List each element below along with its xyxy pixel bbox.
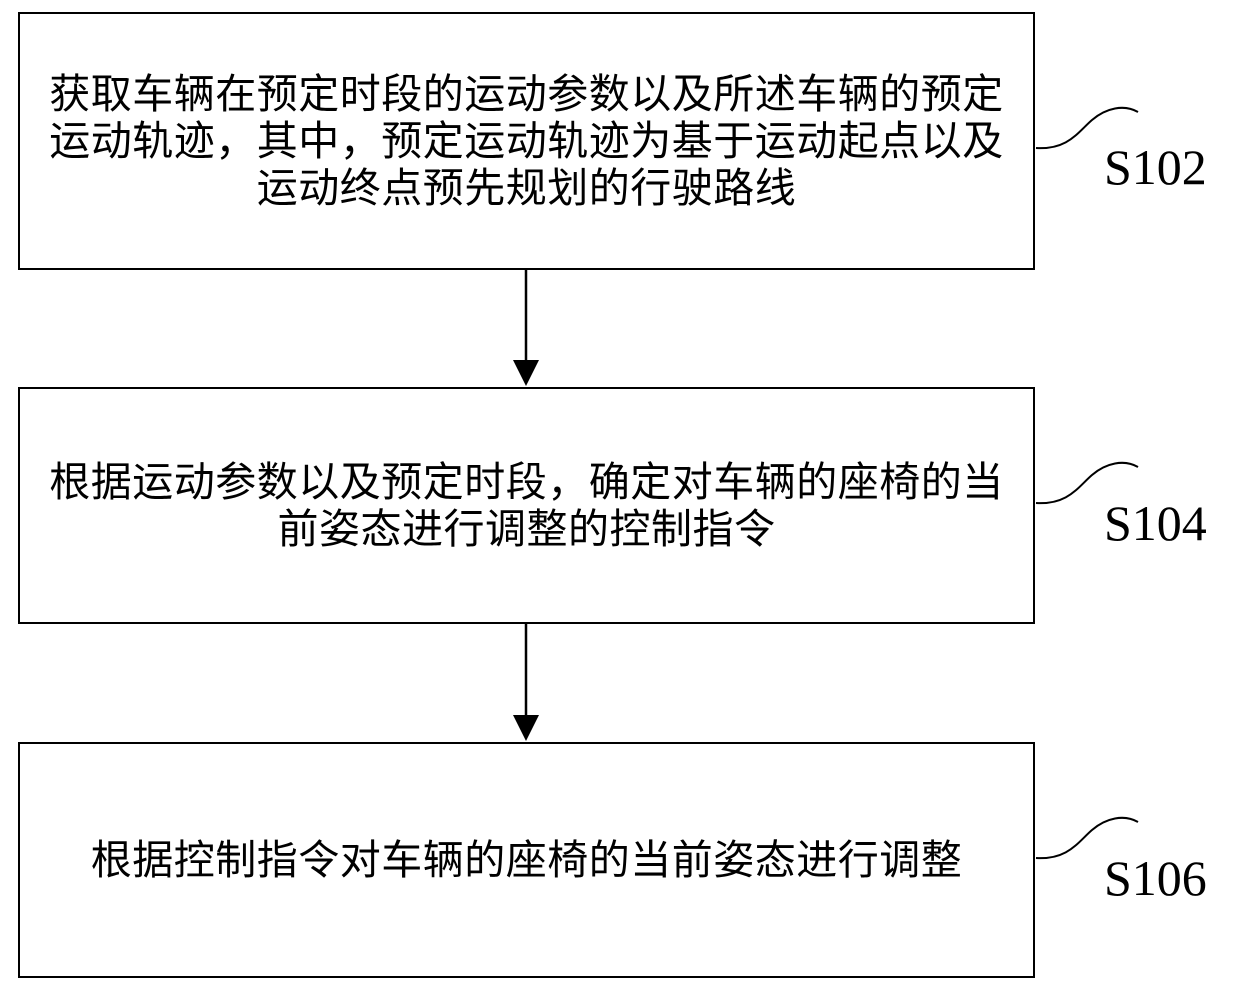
leader-curve-s104: [1035, 461, 1139, 505]
step-text-s102: 获取车辆在预定时段的运动参数以及所述车辆的预定运动轨迹，其中，预定运动轨迹为基于…: [49, 69, 1004, 212]
step-label-s106: S106: [1104, 850, 1207, 906]
step-text-s104: 根据运动参数以及预定时段，确定对车辆的座椅的当前姿态进行调整的控制指令: [49, 457, 1004, 553]
leader-curve-s102: [1035, 106, 1139, 150]
arrow-head-2: [513, 715, 539, 741]
step-box-s102: 获取车辆在预定时段的运动参数以及所述车辆的预定运动轨迹，其中，预定运动轨迹为基于…: [18, 12, 1035, 270]
step-box-s104: 根据运动参数以及预定时段，确定对车辆的座椅的当前姿态进行调整的控制指令: [18, 387, 1035, 624]
step-label-s104: S104: [1104, 495, 1207, 551]
arrow-head-1: [513, 360, 539, 386]
step-text-s106: 根据控制指令对车辆的座椅的当前姿态进行调整: [90, 835, 963, 884]
step-label-s102: S102: [1104, 139, 1207, 195]
leader-curve-s106: [1035, 816, 1139, 860]
step-box-s106: 根据控制指令对车辆的座椅的当前姿态进行调整: [18, 742, 1035, 978]
